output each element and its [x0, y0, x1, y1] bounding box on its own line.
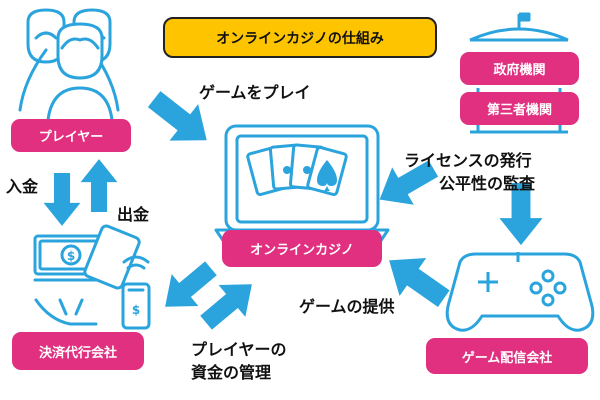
diagram-title: オンラインカジノの仕組み: [163, 17, 437, 58]
node-government: 政府機関: [460, 52, 579, 85]
arrow-deposit-down: [43, 173, 81, 226]
arrow-authority-to-casino: [379, 160, 439, 205]
arrow-withdraw-up: [80, 159, 118, 212]
arrow-player-to-casino: [147, 91, 207, 141]
arrow-provider-to-casino: [389, 258, 450, 307]
payment-icon: [33, 224, 151, 330]
label-funds-line1: プレイヤーの: [191, 340, 287, 359]
dollar-glyph: $: [67, 249, 75, 263]
players-icon: [18, 8, 120, 122]
label-funds-line2: 資金の管理: [191, 363, 272, 382]
label-license-line2: 公平性の監査: [439, 174, 536, 193]
node-player: プレイヤー: [11, 119, 131, 152]
spade-icon: [283, 160, 337, 191]
node-game-provider: ゲーム配信会社: [426, 338, 588, 374]
label-play-game: ゲームをプレイ: [199, 83, 311, 102]
game-controller-icon: [445, 252, 595, 332]
label-game-supply: ゲームの提供: [299, 297, 395, 316]
node-third-party: 第三者機関: [460, 92, 579, 125]
arrow-casino-to-payment: [165, 261, 217, 307]
dollar-glyph-phone: $: [132, 303, 140, 317]
label-deposit: 入金: [6, 177, 39, 196]
arrow-authority-to-game-provider: [499, 182, 543, 246]
node-casino: オンラインカジノ: [222, 230, 382, 267]
arrow-payment-to-casino: [200, 284, 252, 330]
laptop-cards-icon: [214, 124, 390, 244]
label-license-line1: ライセンスの発行: [404, 151, 532, 170]
label-withdraw: 出金: [117, 205, 150, 224]
node-payment: 決済代行会社: [12, 332, 144, 370]
